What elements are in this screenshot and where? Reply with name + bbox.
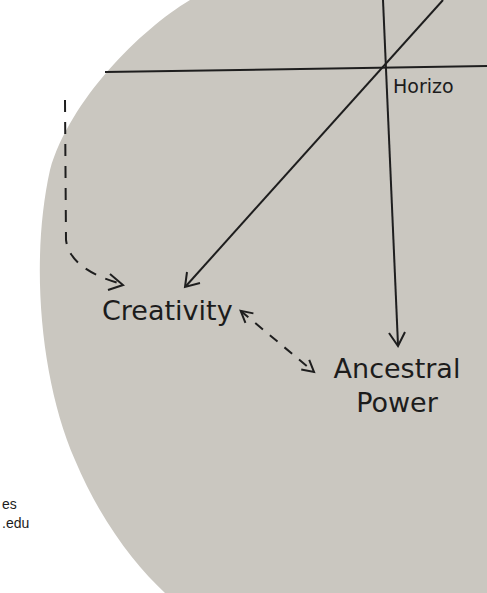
horizon-line <box>105 66 487 72</box>
whiteboard-area <box>40 0 487 593</box>
slide-fragment: .edu <box>2 515 29 531</box>
concept-node: Creativity <box>98 292 237 330</box>
arrow-head <box>241 311 254 323</box>
dashed-line <box>65 100 122 284</box>
arrow-head <box>108 274 123 290</box>
concept-text: Creativity <box>102 294 233 328</box>
concept-text: Ancestral Power <box>322 352 472 420</box>
diagonal-line <box>186 0 443 286</box>
arrow-head <box>301 360 314 372</box>
arrow-head <box>389 332 405 346</box>
slide-fragment: es <box>2 496 17 512</box>
concept-node: Ancestral Power <box>318 350 476 422</box>
dashed-connector <box>241 311 314 372</box>
connector-line <box>241 311 314 372</box>
axis-label: Horizo <box>393 75 454 97</box>
arrow-head <box>185 272 200 287</box>
